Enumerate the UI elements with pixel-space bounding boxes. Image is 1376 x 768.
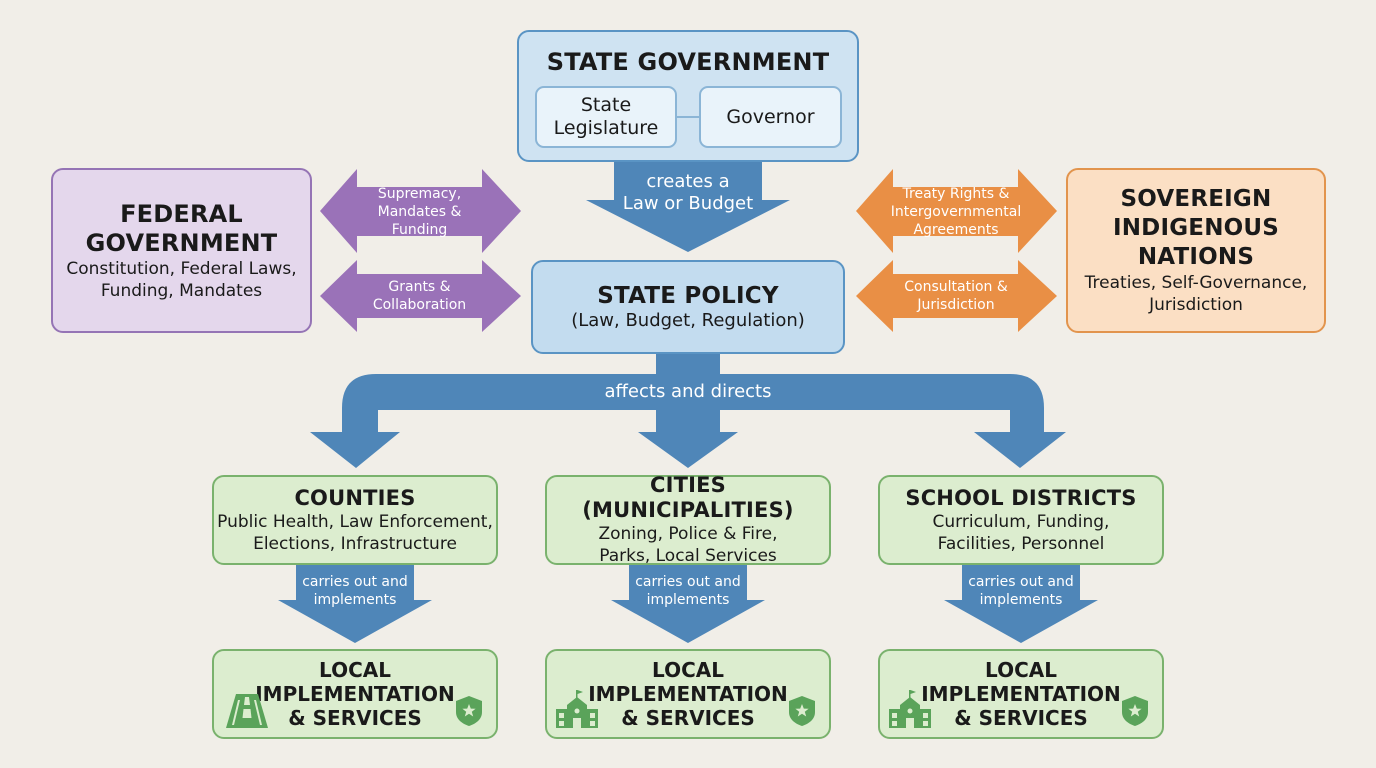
indigenous-treaty-arrow xyxy=(856,169,1057,253)
police-badge-icon xyxy=(789,696,815,726)
cities-title: CITIES (MUNICIPALITIES) xyxy=(582,473,794,522)
affects-branch-arrow xyxy=(310,352,1066,468)
federal-grants-arrow xyxy=(320,260,521,332)
counties-subtitle: Public Health, Law Enforcement, Election… xyxy=(217,511,493,554)
school-building-icon xyxy=(889,690,931,728)
counties-implementation-box: LOCAL IMPLEMENTATION & SERVICES xyxy=(212,649,498,739)
indigenous-treaty-label: Treaty Rights & Intergovernmental Agreem… xyxy=(890,186,1022,238)
indigenous-nations-box: SOVEREIGN INDIGENOUS NATIONS Treaties, S… xyxy=(1066,168,1326,333)
state-policy-title: STATE POLICY xyxy=(597,283,779,309)
school-districts-implement-label: carries out and implements xyxy=(968,574,1074,608)
counties-implement-label: carries out and implements xyxy=(302,574,408,608)
counties-title: COUNTIES xyxy=(294,485,416,510)
federal-supremacy-arrow xyxy=(320,169,521,253)
state-policy-subtitle: (Law, Budget, Regulation) xyxy=(571,310,805,331)
cities-implement-label: carries out and implements xyxy=(635,574,741,608)
cities-box: CITIES (MUNICIPALITIES) Zoning, Police &… xyxy=(545,473,831,566)
indigenous-nations-subtitle: Treaties, Self-Governance, Jurisdiction xyxy=(1084,273,1308,315)
counties-implementation-title: LOCAL IMPLEMENTATION & SERVICES xyxy=(255,658,455,730)
schools-implement-arrow xyxy=(944,565,1098,643)
cities-subtitle: Zoning, Police & Fire, Parks, Local Serv… xyxy=(598,524,778,566)
counties-box: COUNTIES Public Health, Law Enforcement,… xyxy=(212,475,498,565)
affects-label: affects and directs xyxy=(604,381,772,402)
federal-supremacy-label: Supremacy, Mandates & Funding xyxy=(377,186,462,238)
school-districts-subtitle: Curriculum, Funding, Facilities, Personn… xyxy=(932,511,1110,554)
police-badge-icon xyxy=(456,696,482,726)
indigenous-consultation-arrow xyxy=(856,260,1057,332)
indigenous-consultation-label: Consultation & Jurisdiction xyxy=(904,279,1008,313)
cities-implement-arrow xyxy=(611,565,765,643)
creates-label: creates a Law or Budget xyxy=(622,171,754,214)
school-building-icon xyxy=(556,690,598,728)
counties-implement-arrow xyxy=(278,565,432,643)
school-districts-title: SCHOOL DISTRICTS xyxy=(905,485,1137,510)
federal-government-title: FEDERAL GOVERNMENT xyxy=(85,199,278,257)
federal-government-subtitle: Constitution, Federal Laws, Funding, Man… xyxy=(66,258,297,301)
state-legislature-box: State Legislature xyxy=(535,86,677,148)
creates-arrow xyxy=(586,160,790,252)
indigenous-nations-title: SOVEREIGN INDIGENOUS NATIONS xyxy=(1112,186,1280,270)
federal-grants-label: Grants & Collaboration xyxy=(372,279,467,313)
federal-government-box: FEDERAL GOVERNMENT Constitution, Federal… xyxy=(51,168,312,333)
state-government-title: STATE GOVERNMENT xyxy=(546,48,830,76)
governor-box: Governor xyxy=(699,86,842,148)
cities-implementation-title: LOCAL IMPLEMENTATION & SERVICES xyxy=(588,658,788,730)
state-policy-box: STATE POLICY (Law, Budget, Regulation) xyxy=(531,260,845,354)
road-icon xyxy=(226,694,268,728)
school-districts-box: SCHOOL DISTRICTS Curriculum, Funding, Fa… xyxy=(878,475,1164,565)
police-badge-icon xyxy=(1122,696,1148,726)
legislature-governor-connector xyxy=(677,116,699,118)
school-districts-implementation-title: LOCAL IMPLEMENTATION & SERVICES xyxy=(921,658,1121,730)
